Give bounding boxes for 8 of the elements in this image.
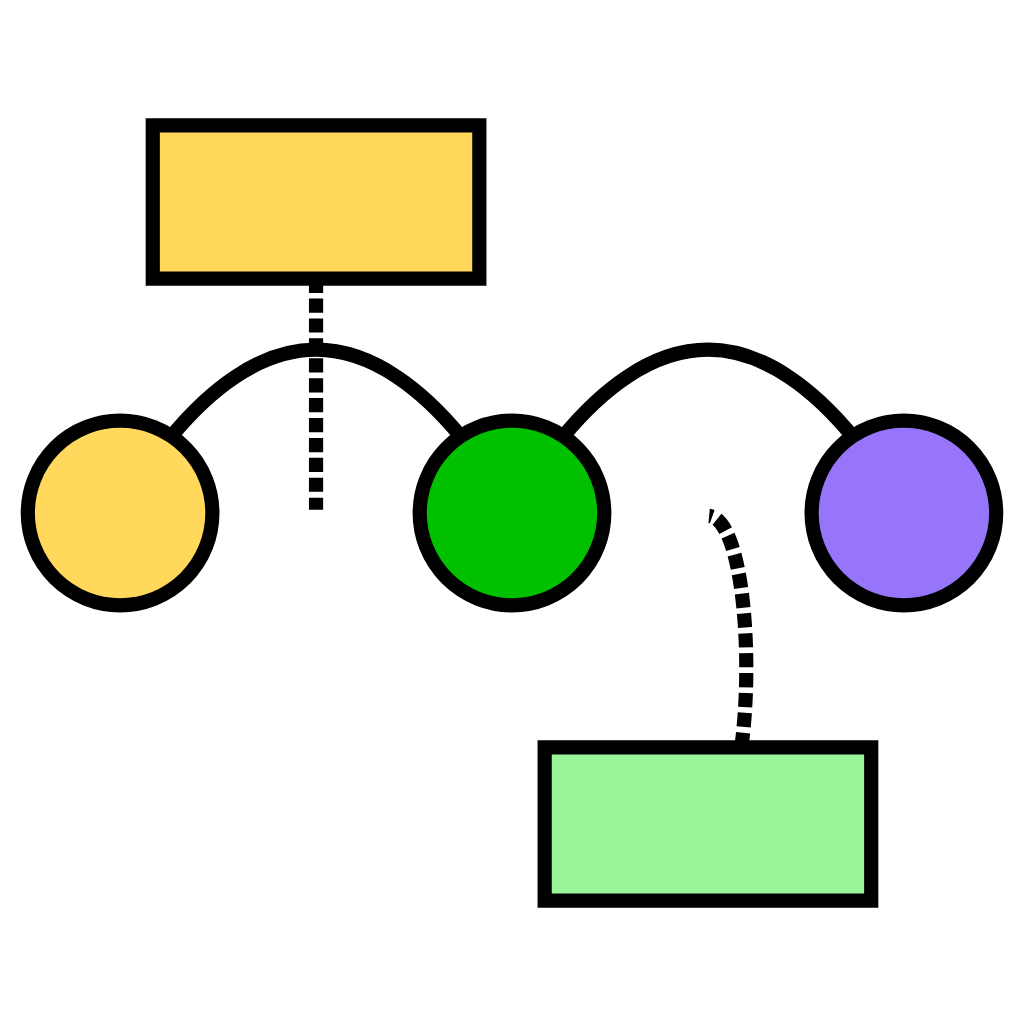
node-box bbox=[537, 739, 879, 907]
connector bbox=[558, 341, 858, 440]
node-circle bbox=[20, 412, 220, 612]
node-circle bbox=[804, 412, 1004, 612]
node-circle bbox=[412, 412, 612, 612]
connector bbox=[166, 341, 466, 440]
connector bbox=[706, 508, 754, 747]
node-box bbox=[145, 117, 487, 285]
